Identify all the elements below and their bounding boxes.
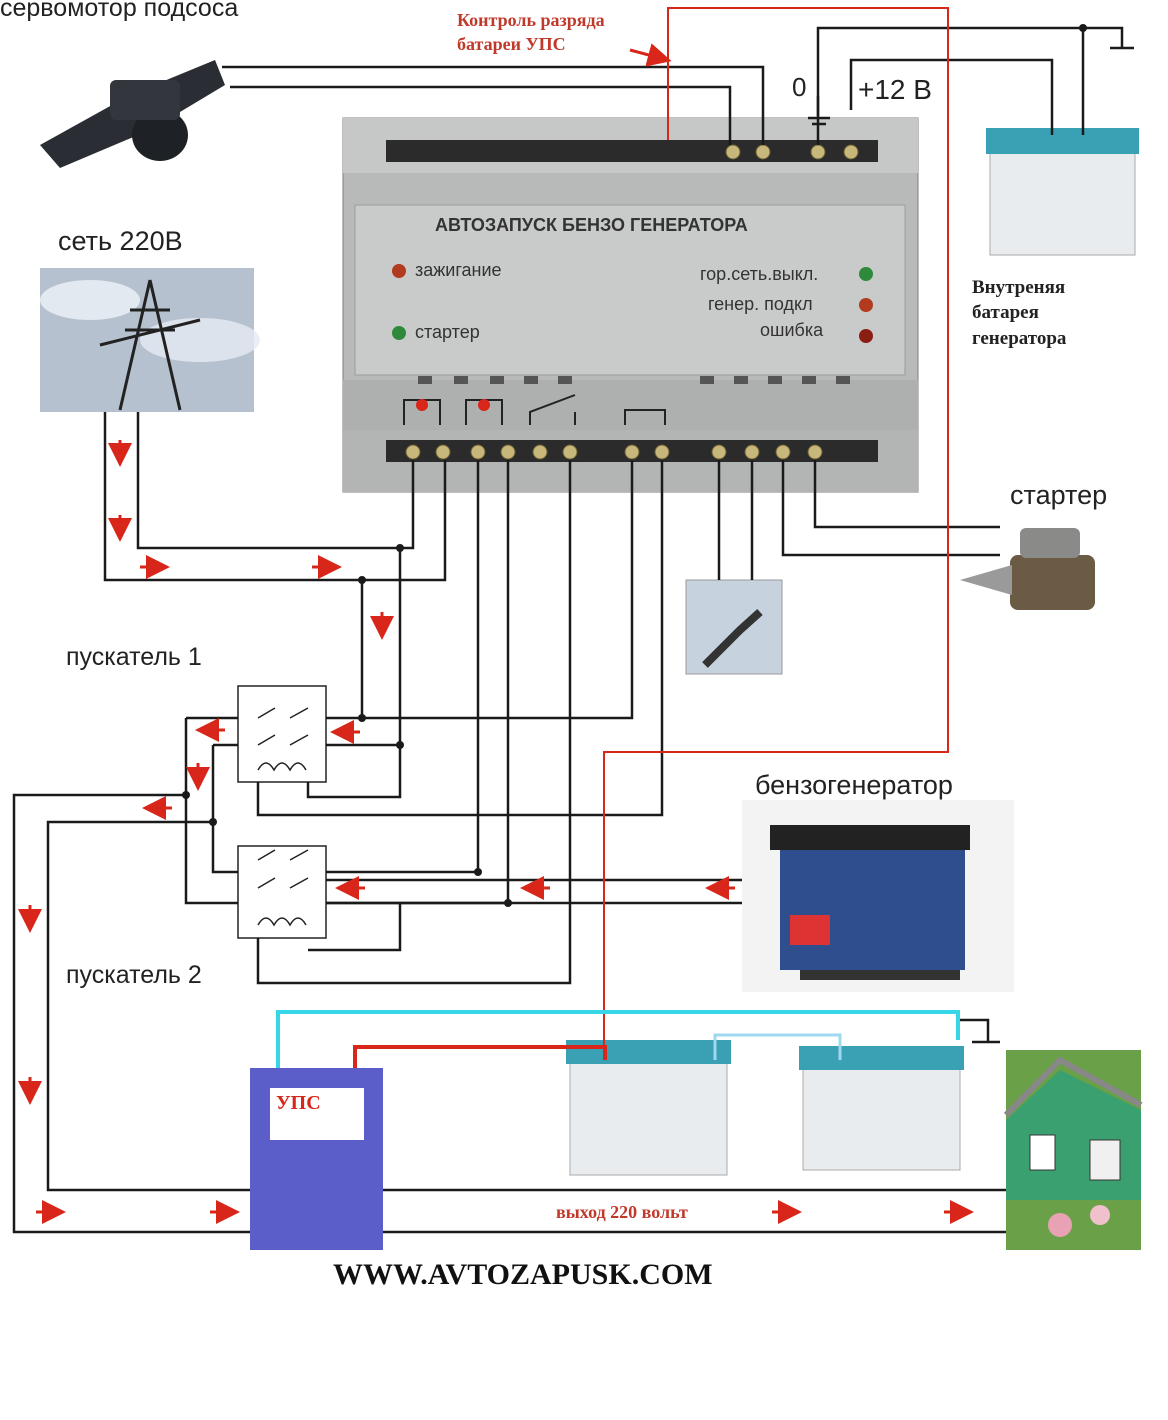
indicator-label-error: ошибка [760, 320, 824, 340]
ups-label: УПС [276, 1092, 321, 1114]
starter-label: стартер [1010, 480, 1108, 510]
internal-battery-image [986, 128, 1139, 256]
website-label: WWW.AVTOZAPUSK.COM [333, 1258, 713, 1291]
generator-image [742, 800, 1014, 992]
servo-label: сервомотор подсоса [0, 0, 239, 22]
internal-battery-label-1: Внутреняя [972, 277, 1066, 298]
indicator-label-starter: стартер [415, 322, 480, 342]
controller-title: АВТОЗАПУСК БЕНЗО ГЕНЕРАТОРА [435, 215, 748, 235]
ups-control-label-2: батареи УПС [457, 34, 566, 54]
ups-positive-wire [353, 1045, 607, 1068]
ups-block [250, 1068, 383, 1250]
led-indicators [392, 264, 873, 343]
internal-battery-label-3: генератора [972, 328, 1067, 349]
junction-dots [182, 24, 1087, 907]
controller-box [342, 117, 919, 493]
ups-control-label-1: Контроль разряда [457, 10, 605, 30]
zero-volt-label: 0 [792, 72, 807, 102]
internal-battery-label-2: батарея [972, 302, 1039, 323]
mains-label: сеть 220В [58, 226, 183, 256]
remote-key-image [685, 579, 783, 675]
starter-motor-image [960, 528, 1095, 610]
indicator-label-mains-off: гор.сеть.выкл. [700, 264, 819, 284]
plus-12v-label: +12 В [858, 74, 932, 105]
contactor-2-symbol [237, 845, 327, 939]
servo-motor-image [40, 60, 225, 168]
house-image [1003, 1050, 1143, 1250]
ups-negative-wire [276, 1010, 960, 1068]
ground-symbols [808, 46, 1134, 1044]
output-label: выход 220 вольт [556, 1202, 688, 1222]
ups-battery-2-image [799, 1046, 964, 1171]
generator-label: бензогенератор [755, 770, 953, 800]
contactor-2-label: пускатель 2 [66, 961, 202, 989]
flow-arrows [18, 43, 974, 1224]
mains-pylon-image [40, 268, 260, 412]
contactor-1-label: пускатель 1 [66, 643, 202, 671]
indicator-label-gen-connected: генер. подкл [708, 294, 813, 314]
indicator-label-ignition: зажигание [415, 260, 502, 280]
ups-sense-wire [603, 7, 949, 1045]
ups-battery-1-image [566, 1040, 731, 1176]
contactor-1-symbol [237, 685, 327, 783]
